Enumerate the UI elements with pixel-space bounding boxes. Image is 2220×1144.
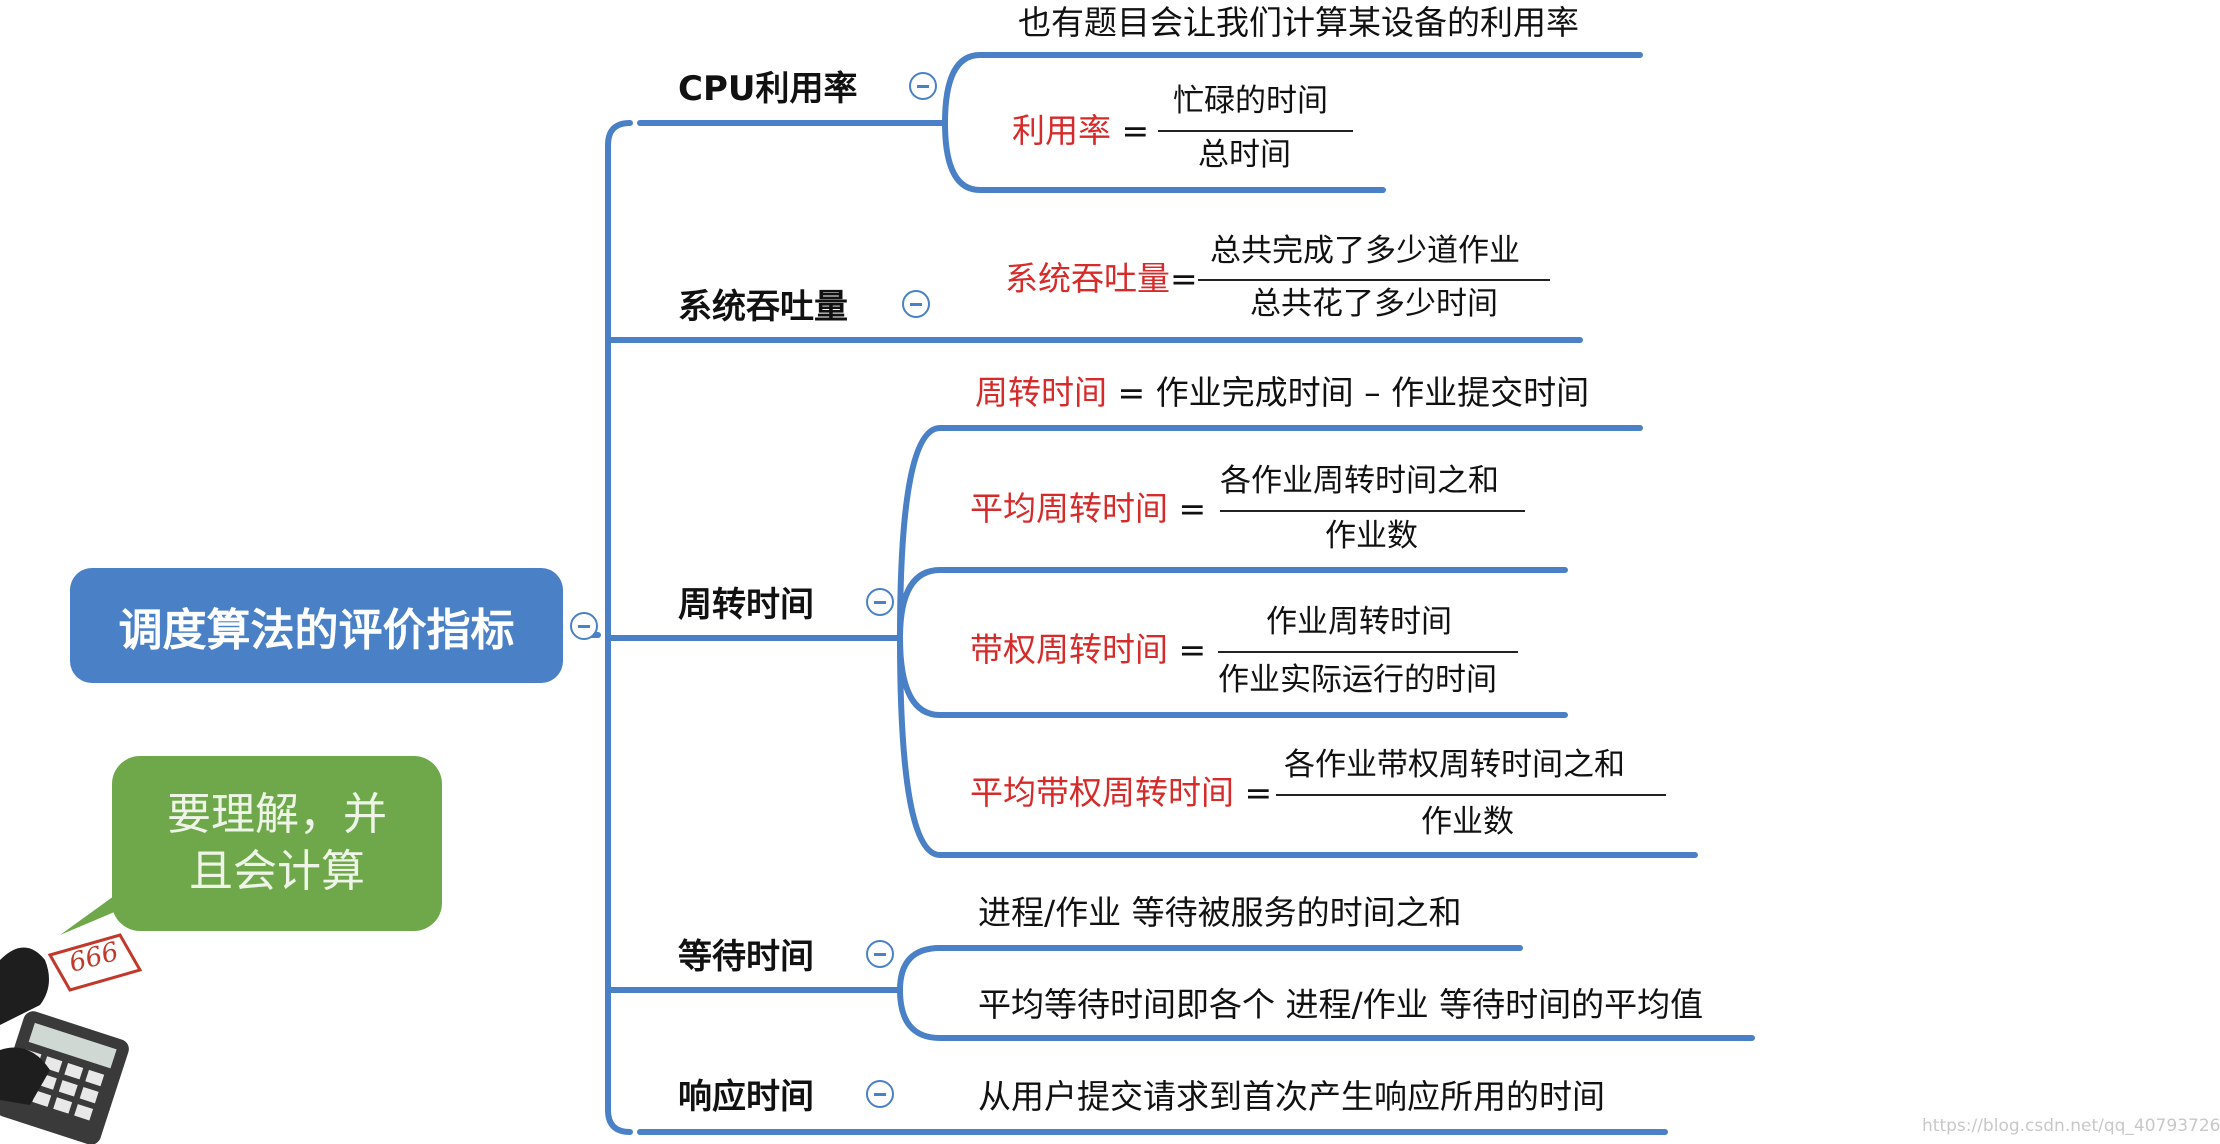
cpu-formula-label: 利用率 = xyxy=(1012,114,1149,147)
fraction-bar xyxy=(1220,510,1525,512)
callout-bubble: 要理解，并 且会计算 xyxy=(112,756,442,931)
branch-throughput[interactable]: 系统吞吐量 xyxy=(678,290,848,324)
term-throughput: 系统吞吐量 xyxy=(1005,259,1170,298)
collapse-root-icon[interactable] xyxy=(570,612,598,640)
branch-turnaround-label: 周转时间 xyxy=(678,585,814,625)
avg-turnaround-fraction: 各作业周转时间之和 作业数 xyxy=(1220,466,1525,556)
branch-cpu-utilization[interactable]: CPU利用率 xyxy=(678,72,857,106)
branch-waiting-time[interactable]: 等待时间 xyxy=(678,940,814,974)
cpu-formula-eq: = xyxy=(1111,111,1150,150)
avg-turnaround-label: 平均周转时间 = xyxy=(970,492,1206,525)
root-node[interactable]: 调度算法的评价指标 xyxy=(70,568,563,683)
cpu-denominator: 总时间 xyxy=(1198,137,1291,173)
collapse-response-icon[interactable] xyxy=(866,1080,894,1108)
fraction-bar xyxy=(1276,794,1666,796)
cpu-numerator: 忙碌的时间 xyxy=(1173,83,1328,119)
waiting-item: 进程/作业 等待被服务的时间之和 xyxy=(978,893,1462,932)
fraction-bar xyxy=(1198,279,1550,281)
response-item: 从用户提交请求到首次产生响应所用的时间 xyxy=(978,1077,1605,1116)
term-avg-weighted-turnaround: 平均带权周转时间 xyxy=(970,773,1234,812)
branch-waiting-label: 等待时间 xyxy=(678,937,814,977)
avg-weighted-turnaround-denominator: 作业数 xyxy=(1421,804,1514,840)
throughput-formula-eq: = xyxy=(1170,259,1198,298)
weighted-turnaround-denominator: 作业实际运行的时间 xyxy=(1218,662,1497,698)
term-utilization: 利用率 xyxy=(1012,111,1111,150)
avg-turnaround-numerator: 各作业周转时间之和 xyxy=(1220,463,1499,499)
branch-throughput-label: 系统吞吐量 xyxy=(678,287,848,327)
branch-turnaround-time[interactable]: 周转时间 xyxy=(678,588,814,622)
throughput-fraction: 总共完成了多少道作业 总共花了多少时间 xyxy=(1198,236,1550,326)
mindmap-connectors xyxy=(60,52,1755,1135)
callout-line-1: 要理解，并 xyxy=(167,789,387,840)
avg-weighted-turnaround-label: 平均带权周转时间 = xyxy=(970,776,1272,809)
turnaround-definition: 周转时间 = 作业完成时间 – 作业提交时间 xyxy=(975,376,1589,409)
throughput-numerator: 总共完成了多少道作业 xyxy=(1210,233,1520,269)
term-turnaround-time: 周转时间 xyxy=(975,373,1107,412)
weighted-turnaround-fraction: 作业周转时间 作业实际运行的时间 xyxy=(1218,607,1518,699)
scribble-text: 666 xyxy=(66,937,122,979)
fraction-bar xyxy=(1218,651,1518,653)
calculator-cartoon-icon: 666 xyxy=(0,933,143,1144)
throughput-formula-label: 系统吞吐量= xyxy=(1005,262,1198,295)
cpu-fraction: 忙碌的时间 总时间 xyxy=(1158,86,1353,176)
avg-turnaround-eq: = xyxy=(1168,489,1207,528)
branch-response-time[interactable]: 响应时间 xyxy=(678,1080,814,1114)
watermark: https://blog.csdn.net/qq_40793726 xyxy=(1922,1116,2220,1136)
collapse-throughput-icon[interactable] xyxy=(902,290,930,318)
collapse-waiting-icon[interactable] xyxy=(866,940,894,968)
avg-weighted-turnaround-eq: = xyxy=(1234,773,1273,812)
term-weighted-turnaround: 带权周转时间 xyxy=(970,630,1168,669)
throughput-denominator: 总共花了多少时间 xyxy=(1250,286,1498,322)
term-avg-turnaround: 平均周转时间 xyxy=(970,489,1168,528)
weighted-turnaround-numerator: 作业周转时间 xyxy=(1266,604,1452,640)
weighted-turnaround-label: 带权周转时间 = xyxy=(970,633,1206,666)
branch-cpu-label: CPU利用率 xyxy=(678,69,858,109)
waiting-item: 平均等待时间即各个 进程/作业 等待时间的平均值 xyxy=(978,985,1704,1024)
fraction-bar xyxy=(1158,130,1353,132)
branch-response-label: 响应时间 xyxy=(678,1077,814,1117)
collapse-cpu-icon[interactable] xyxy=(909,72,937,100)
avg-weighted-turnaround-fraction: 各作业带权周转时间之和 作业数 xyxy=(1276,750,1666,842)
avg-turnaround-denominator: 作业数 xyxy=(1325,518,1418,554)
cpu-note: 也有题目会让我们计算某设备的利用率 xyxy=(1018,3,1579,42)
collapse-turnaround-icon[interactable] xyxy=(866,588,894,616)
callout-line-2: 且会计算 xyxy=(189,846,365,898)
avg-weighted-turnaround-numerator: 各作业带权周转时间之和 xyxy=(1284,747,1625,783)
root-label: 调度算法的评价指标 xyxy=(118,604,515,656)
weighted-turnaround-eq: = xyxy=(1168,630,1207,669)
turnaround-definition-rest: = 作业完成时间 – 作业提交时间 xyxy=(1107,373,1590,412)
